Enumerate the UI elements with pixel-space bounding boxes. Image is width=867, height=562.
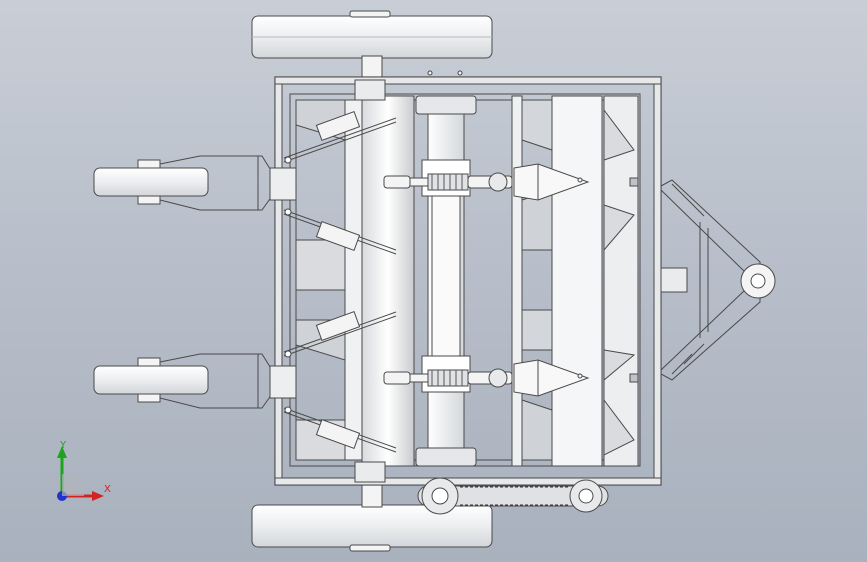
tow-hitch[interactable] [660, 179, 776, 381]
bottom-sprocket-chain[interactable] [417, 477, 609, 515]
triad-axes [57, 446, 104, 501]
lower-caster-wheel[interactable] [93, 353, 297, 409]
upper-caster-wheel[interactable] [93, 155, 297, 211]
upper-drive-chain[interactable] [383, 172, 513, 192]
lower-plough-share[interactable] [513, 359, 590, 397]
y-axis-label: Y [60, 440, 67, 451]
x-axis-label: X [104, 484, 111, 495]
upper-plough-share[interactable] [513, 163, 590, 201]
rotor-drum[interactable] [354, 79, 415, 483]
lower-drive-chain[interactable] [383, 368, 513, 388]
rotor-tines[interactable] [283, 111, 397, 453]
drive-shaft[interactable] [415, 95, 477, 467]
right-chambers [511, 95, 639, 467]
top-wheel[interactable] [251, 10, 493, 79]
orientation-triad: Y X [44, 436, 124, 516]
